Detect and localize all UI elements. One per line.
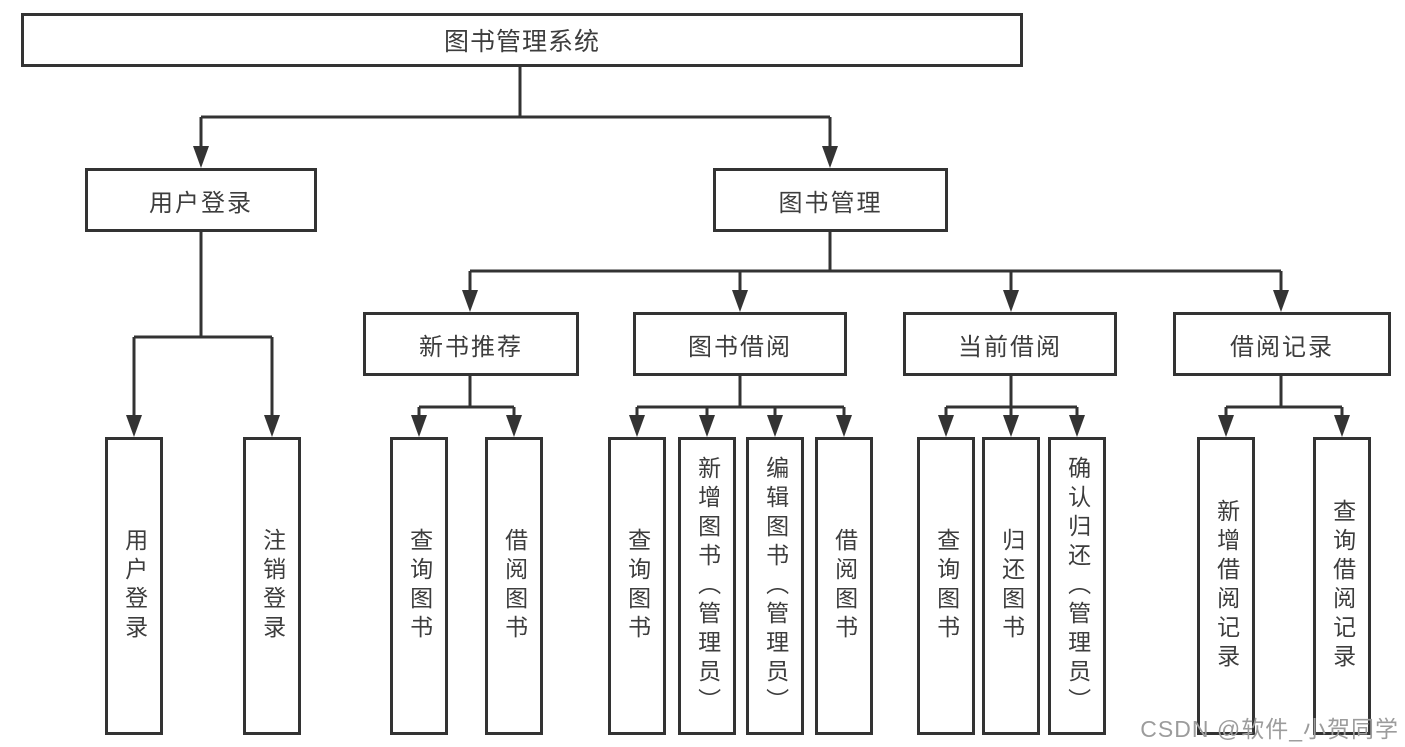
leaf-add-borrow-record: 新增借阅记录 [1197, 437, 1255, 735]
node-root: 图书管理系统 [21, 13, 1023, 67]
arrow-down-icon [1334, 415, 1350, 437]
leaf-confirm-return-admin: 确认归还（管理员） [1048, 437, 1106, 735]
leaf-return-book: 归还图书 [982, 437, 1040, 735]
node-user-login-label: 用户登录 [149, 189, 253, 217]
arrow-down-icon [1003, 290, 1019, 312]
arrow-down-icon [1218, 415, 1234, 437]
arrow-down-icon [1003, 415, 1019, 437]
arrow-down-icon [193, 146, 209, 168]
node-borrow-records-label: 借阅记录 [1230, 333, 1334, 361]
arrow-down-icon [836, 415, 852, 437]
arrow-down-icon [629, 415, 645, 437]
arrow-down-icon [126, 415, 142, 437]
leaf-add-book-admin-label: 新增图书（管理员） [694, 455, 721, 717]
leaf-query-books-current: 查询图书 [917, 437, 975, 735]
leaf-query-borrow-record-label: 查询借阅记录 [1329, 499, 1356, 673]
leaf-logout: 注销登录 [243, 437, 301, 735]
leaf-query-books-current-label: 查询图书 [933, 528, 960, 644]
arrow-down-icon [411, 415, 427, 437]
edge-root-to-level1 [199, 67, 832, 148]
leaf-edit-book-admin-label: 编辑图书（管理员） [762, 455, 789, 717]
arrow-down-icon [264, 415, 280, 437]
leaf-confirm-return-admin-label: 确认归还（管理员） [1064, 455, 1091, 717]
watermark-text: CSDN @软件_小贺同学 [1140, 716, 1399, 742]
leaf-query-books-borrow-label: 查询图书 [624, 528, 651, 644]
arrow-down-icon [822, 146, 838, 168]
leaf-query-books-recommend-label: 查询图书 [406, 528, 433, 644]
node-user-login: 用户登录 [85, 168, 317, 232]
arrow-down-icon [1273, 290, 1289, 312]
edge-mgmt-to-categories [468, 232, 1283, 293]
leaf-borrow-books: 借阅图书 [815, 437, 873, 735]
edge-record-to-leaves [1224, 376, 1344, 418]
node-current-borrow: 当前借阅 [903, 312, 1117, 376]
edge-current-to-leaves [944, 376, 1079, 418]
edge-borrow-to-leaves [635, 376, 846, 418]
node-root-label: 图书管理系统 [443, 28, 600, 56]
leaf-user-login: 用户登录 [105, 437, 163, 735]
leaf-query-books-borrow: 查询图书 [608, 437, 666, 735]
leaf-return-book-label: 归还图书 [998, 528, 1025, 644]
edge-recommend-to-leaves [417, 376, 516, 418]
leaf-edit-book-admin: 编辑图书（管理员） [746, 437, 804, 735]
arrow-down-icon [767, 415, 783, 437]
leaf-logout-label: 注销登录 [259, 528, 286, 644]
leaf-query-books-recommend: 查询图书 [390, 437, 448, 735]
node-borrow-records: 借阅记录 [1173, 312, 1391, 376]
node-book-management: 图书管理 [713, 168, 948, 232]
leaf-add-book-admin: 新增图书（管理员） [678, 437, 736, 735]
node-book-borrow-label: 图书借阅 [688, 333, 792, 361]
arrow-down-icon [732, 290, 748, 312]
arrow-down-icon [462, 290, 478, 312]
node-book-management-label: 图书管理 [778, 189, 883, 217]
arrow-down-icon [699, 415, 715, 437]
edge-login-to-leaves [132, 232, 274, 418]
arrow-down-icon [506, 415, 522, 437]
leaf-borrow-books-recommend: 借阅图书 [485, 437, 543, 735]
leaf-borrow-books-recommend-label: 借阅图书 [501, 528, 528, 644]
node-book-borrow: 图书借阅 [633, 312, 847, 376]
node-new-book-recommend: 新书推荐 [363, 312, 579, 376]
node-current-borrow-label: 当前借阅 [958, 333, 1062, 361]
leaf-borrow-books-label: 借阅图书 [831, 528, 858, 644]
arrow-down-icon [938, 415, 954, 437]
node-new-book-recommend-label: 新书推荐 [419, 333, 523, 361]
leaf-user-login-label: 用户登录 [121, 528, 148, 644]
arrow-down-icon [1069, 415, 1085, 437]
leaf-add-borrow-record-label: 新增借阅记录 [1213, 499, 1240, 673]
leaf-query-borrow-record: 查询借阅记录 [1313, 437, 1371, 735]
